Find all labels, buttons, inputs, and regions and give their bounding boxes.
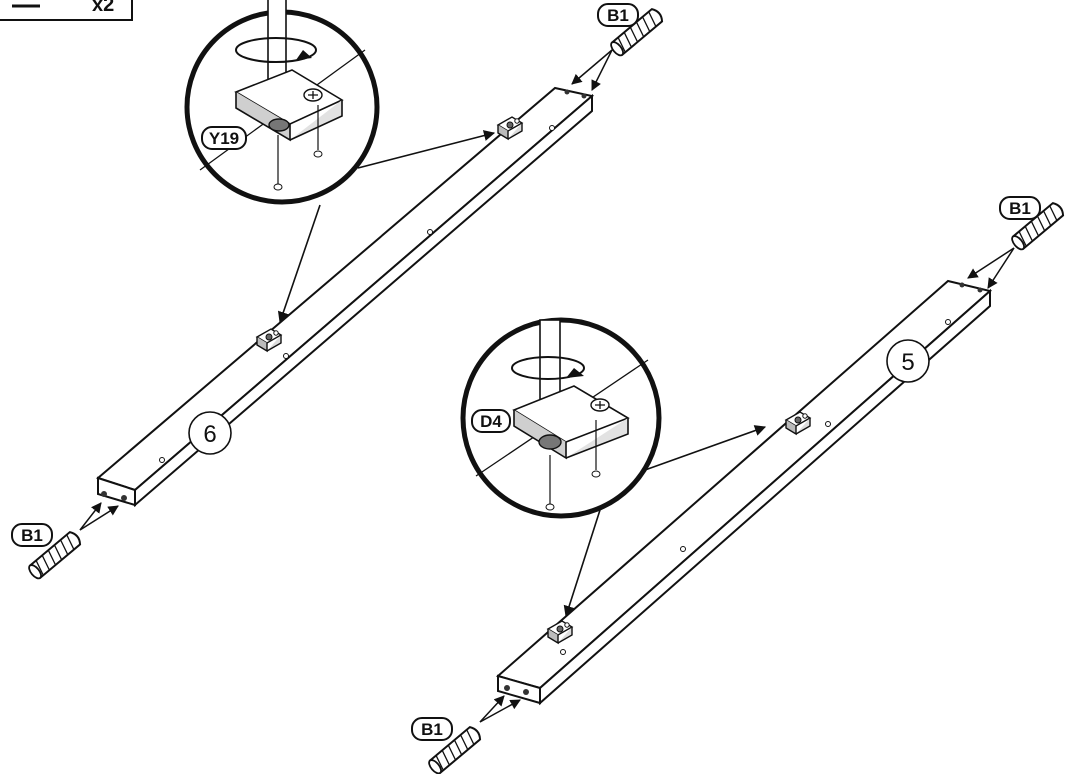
- part-code-b1: B1: [607, 6, 629, 25]
- dowel-b1-rail5-top: B1: [967, 196, 1067, 289]
- part-code-d4: D4: [480, 412, 502, 431]
- part-code-b1: B1: [1009, 199, 1031, 218]
- quantity-label: x2: [92, 0, 114, 16]
- panel-number-6: 6: [203, 421, 216, 448]
- part-code-b1: B1: [421, 720, 443, 739]
- part-label-d4: D4: [471, 409, 511, 433]
- part-code-b1: B1: [21, 526, 43, 545]
- detail-callout-d4: D4: [460, 317, 767, 618]
- dowel-b1-rail5-bottom: B1: [411, 695, 521, 774]
- dowel-b1-rail6-bottom: B1: [11, 502, 119, 582]
- dowel-b1-rail6-top: B1: [571, 3, 666, 91]
- part-label-y19: Y19: [201, 126, 247, 150]
- detail-callout-y19: Y19: [184, 0, 496, 324]
- rail-5: 5: [495, 279, 993, 706]
- part-code-y19: Y19: [209, 129, 239, 148]
- panel-number-5: 5: [901, 349, 914, 376]
- quantity-legend-box: x2: [0, 0, 133, 21]
- panel-number-6-badge: 6: [188, 411, 232, 455]
- panel-number-5-badge: 5: [886, 339, 930, 383]
- rail-6: 6: [95, 86, 595, 508]
